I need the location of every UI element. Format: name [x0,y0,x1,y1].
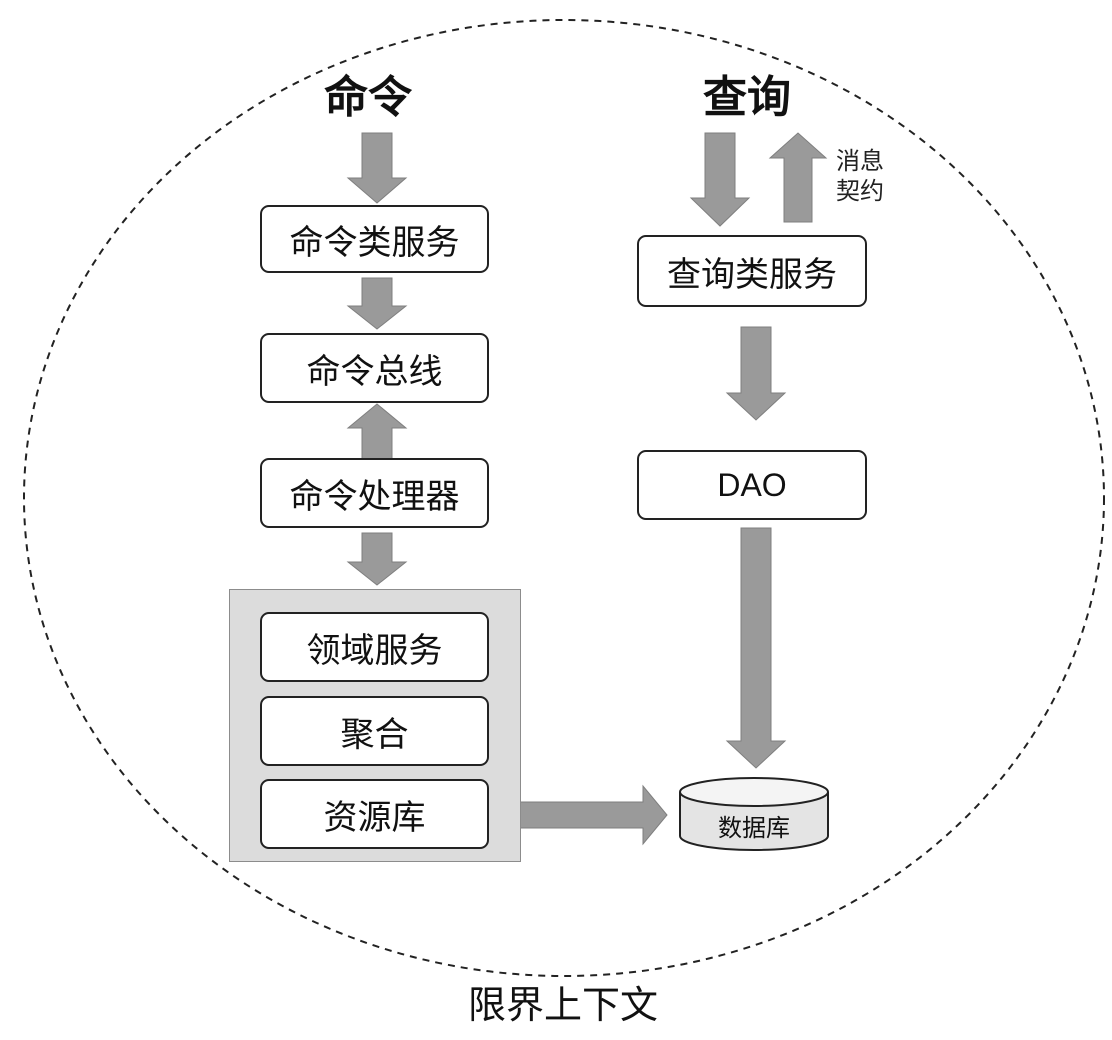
arrow-dao-to-database [725,527,787,769]
query-service-box: 查询类服务 [637,235,867,307]
arrow-message-contract-up [768,132,828,223]
arrow-command-to-service [346,132,408,204]
query-heading: 查询 [703,72,791,123]
bounded-context-label: 限界上下文 [468,983,659,1027]
database-cylinder [679,777,829,851]
arrow-service-to-bus [346,277,408,330]
arrow-repository-to-database [507,784,668,846]
repository-box: 资源库 [260,779,489,849]
aggregate-box: 聚合 [260,696,489,766]
arrow-handler-to-domain [346,532,408,586]
dao-box: DAO [637,450,867,520]
command-service-box: 命令类服务 [260,205,489,273]
bounded-context-boundary [23,19,1105,977]
arrow-handler-to-bus [346,403,408,461]
arrow-query-to-service [689,132,751,227]
arrow-query-service-to-dao [725,326,787,421]
command-heading: 命令 [324,72,412,123]
command-handler-box: 命令处理器 [260,458,489,528]
domain-service-box: 领域服务 [260,612,489,682]
database-label: 数据库 [718,814,790,842]
message-contract-line-2: 契约 [836,177,884,205]
message-contract-line-1: 消息 [836,147,884,175]
command-bus-box: 命令总线 [260,333,489,403]
message-contract-label: 消息 契约 [836,146,884,206]
